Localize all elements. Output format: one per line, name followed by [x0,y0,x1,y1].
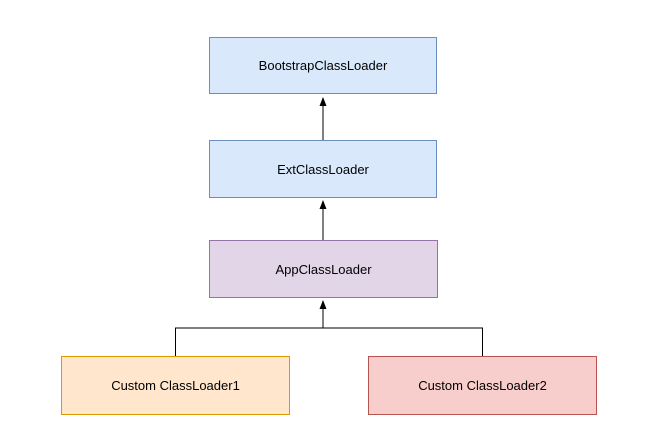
node-custom-classloader-2-label: Custom ClassLoader2 [418,378,547,393]
node-custom-classloader-1-label: Custom ClassLoader1 [111,378,240,393]
edge-branch-custom-loaders [175,327,483,356]
node-app-classloader: AppClassLoader [209,240,438,298]
node-bootstrap-classloader: BootstrapClassLoader [209,37,437,94]
node-ext-classloader: ExtClassLoader [209,140,437,198]
node-custom-classloader-2: Custom ClassLoader2 [368,356,597,415]
node-app-classloader-label: AppClassLoader [275,261,372,277]
node-custom-classloader-1: Custom ClassLoader1 [61,356,290,415]
node-bootstrap-classloader-label: BootstrapClassLoader [258,58,388,73]
node-ext-classloader-label: ExtClassLoader [277,161,369,177]
